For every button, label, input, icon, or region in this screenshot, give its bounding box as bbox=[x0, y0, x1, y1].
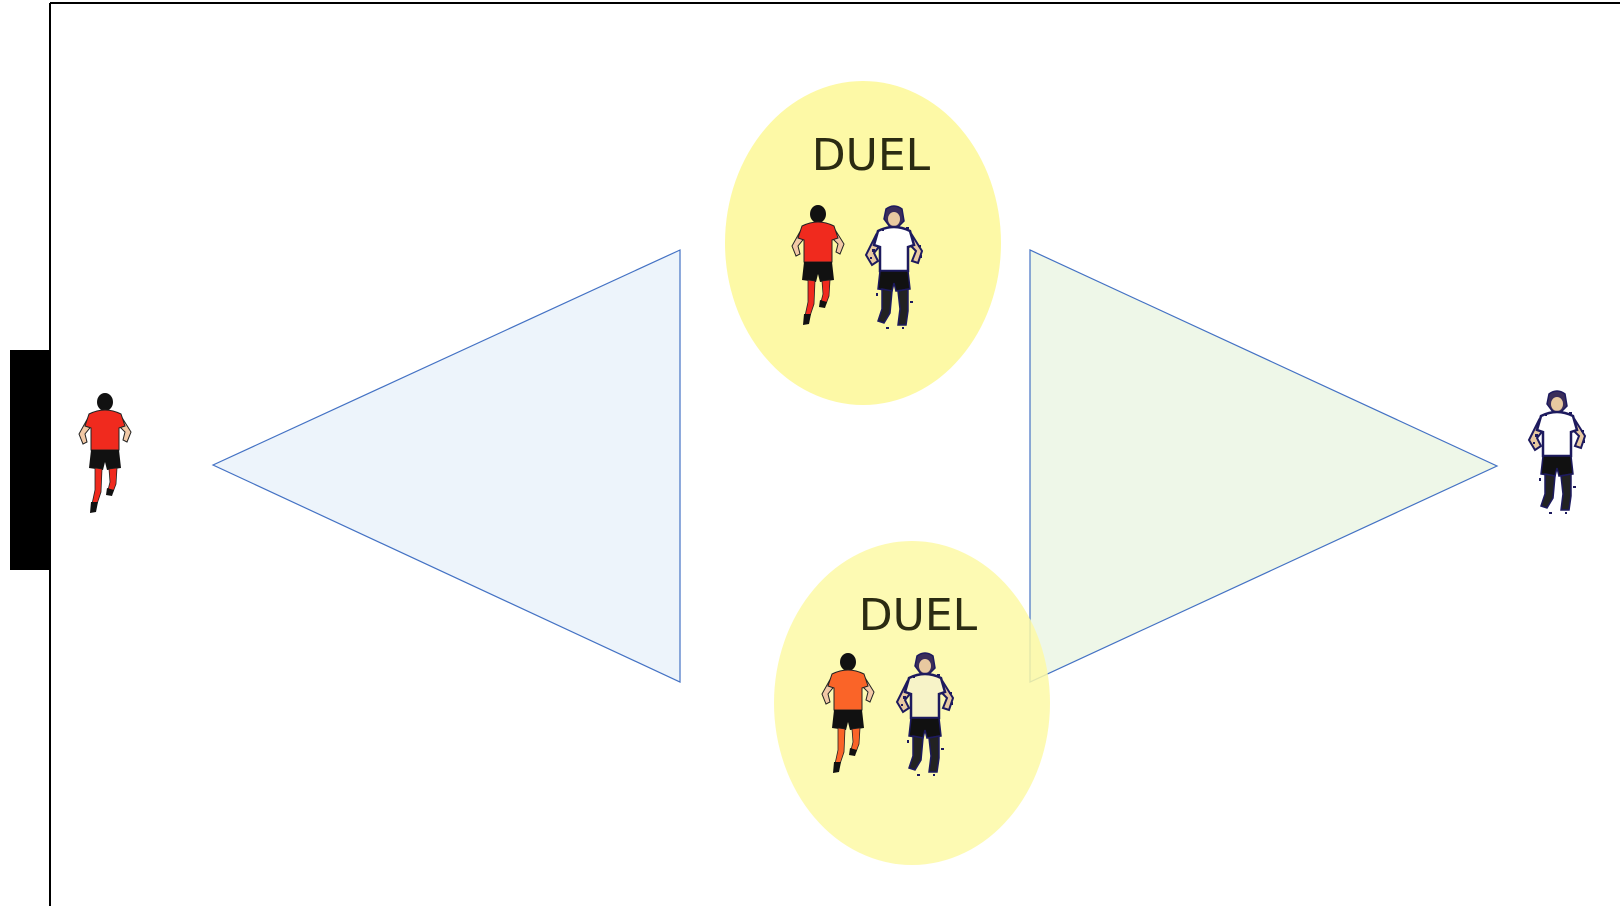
white-player-icon bbox=[864, 205, 924, 329]
cream-player-icon bbox=[895, 652, 955, 776]
top-duel-ellipse bbox=[725, 81, 1001, 405]
bottom-duel-label: DUEL bbox=[859, 590, 978, 641]
bottom-duel-zone: DUEL bbox=[774, 541, 1050, 865]
goal-bar bbox=[10, 350, 51, 570]
red-attacker-icon bbox=[78, 393, 132, 513]
right-triangle-zone bbox=[1029, 249, 1499, 683]
orange-player-icon bbox=[821, 653, 875, 773]
red-player-icon bbox=[791, 205, 845, 325]
white-defender-icon bbox=[1527, 390, 1587, 514]
top-duel-zone: DUEL bbox=[725, 81, 1001, 405]
top-duel-label: DUEL bbox=[812, 130, 931, 181]
left-triangle-zone bbox=[211, 249, 681, 683]
